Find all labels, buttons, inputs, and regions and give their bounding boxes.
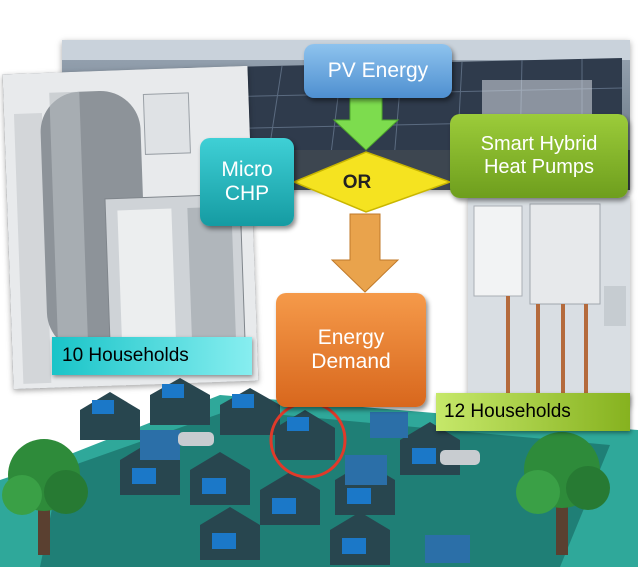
tree-right: [516, 432, 610, 555]
smart-hybrid-heat-pumps-box: Smart Hybrid Heat Pumps: [450, 114, 628, 198]
micro-chp-drawing: [2, 65, 259, 390]
tree-left: [2, 439, 88, 555]
flat-roof-units: [140, 412, 470, 563]
micro-chp-box: Micro CHP: [200, 138, 294, 226]
energy-demand-label: Energy Demand: [311, 325, 391, 373]
valve-block: [604, 286, 626, 326]
control-box: [142, 92, 191, 155]
or-label: OR: [342, 172, 372, 193]
cars: [178, 432, 480, 465]
heat-pump-drawing: [468, 196, 630, 406]
chp-side-panel: [187, 206, 237, 348]
micro-chp-label: Micro CHP: [221, 157, 273, 205]
arrow-or-to-demand: [330, 213, 400, 293]
chp-front-panel: [117, 208, 177, 351]
houses: [80, 378, 460, 565]
micro-chp-photo: [2, 65, 259, 390]
households-10-label: 10 Households: [52, 337, 252, 375]
window-frame: [13, 113, 52, 384]
households-12-label: 12 Households: [436, 393, 630, 431]
copper-pipes: [506, 296, 588, 401]
tank-highlight: [49, 91, 89, 353]
energy-demand-box: Energy Demand: [276, 293, 426, 407]
pv-energy-label: PV Energy: [327, 58, 429, 82]
heat-pump-cabinet: [529, 203, 601, 305]
heat-pump-photo: [468, 196, 630, 406]
pv-energy-box: PV Energy: [304, 44, 452, 98]
smart-hybrid-heat-pumps-label: Smart Hybrid Heat Pumps: [480, 133, 598, 178]
boiler-unit: [473, 205, 523, 297]
neighbourhood-block: [40, 410, 610, 567]
arrow-pv-to-or: [332, 97, 400, 151]
